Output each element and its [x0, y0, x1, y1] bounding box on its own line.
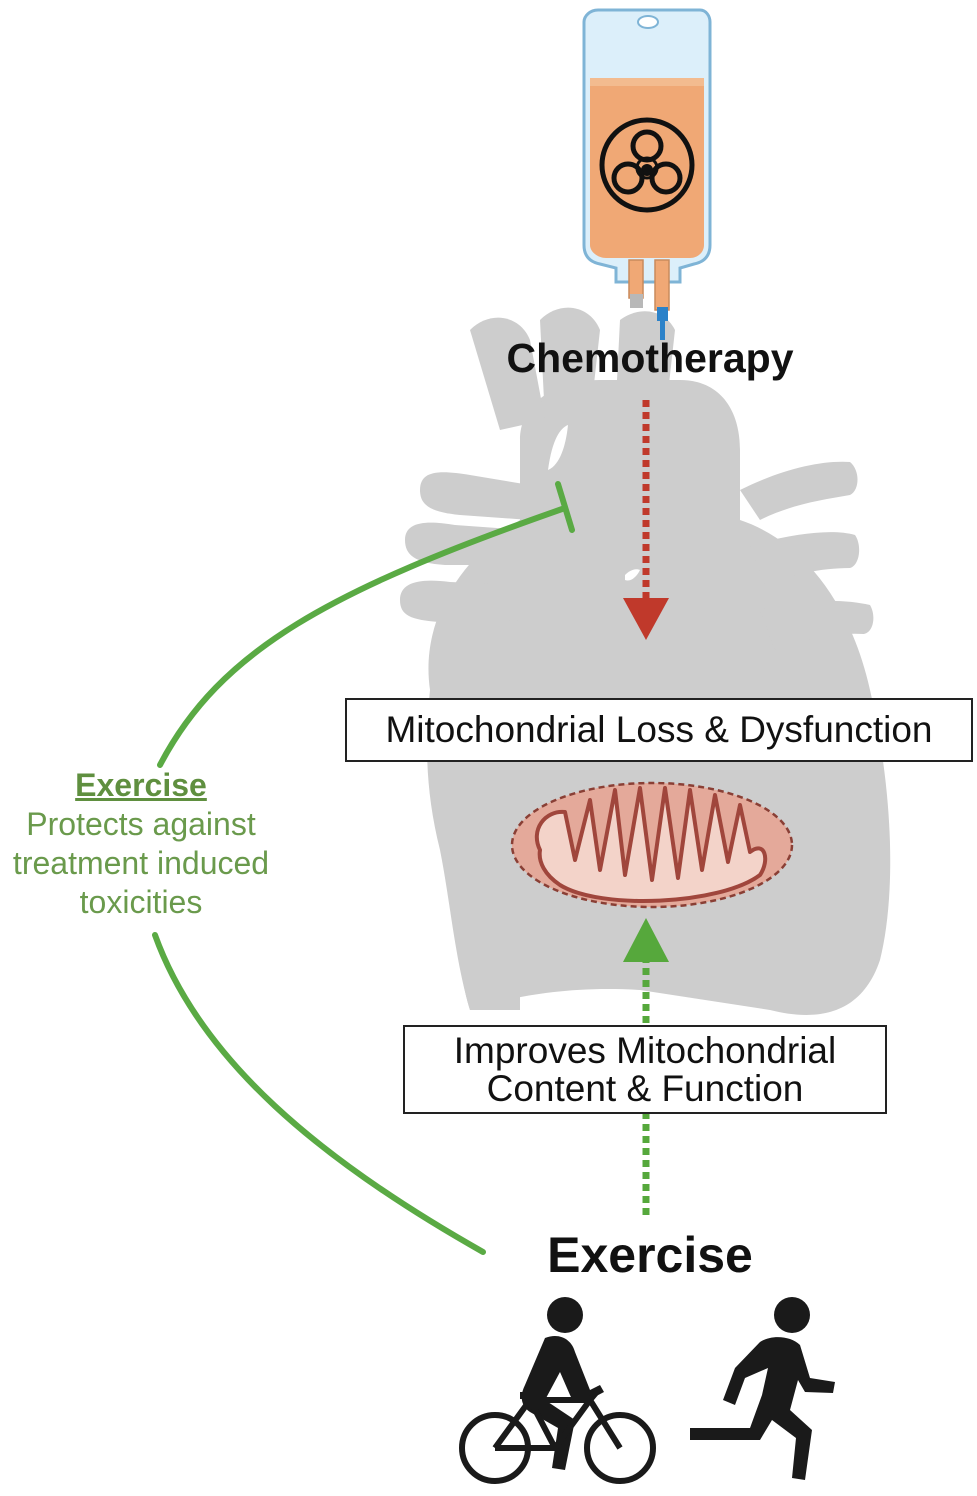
heart-notch [548, 425, 568, 470]
chemotherapy-label: Chemotherapy [506, 335, 794, 381]
mito-loss-label: Mitochondrial Loss & Dysfunction [385, 709, 933, 750]
inhibition-curve [152, 481, 575, 1255]
mitochondrion-icon [510, 781, 794, 909]
side-annotation: Exercise Protects against treatment indu… [0, 766, 282, 922]
runner-icon [690, 1297, 835, 1480]
side-line-3: toxicities [79, 884, 203, 920]
mito-loss-box: Mitochondrial Loss & Dysfunction [345, 698, 973, 762]
heart-notch-2 [625, 569, 640, 581]
biohazard-icon [599, 117, 695, 213]
improves-line-1: Improves Mitochondrial [453, 1029, 837, 1071]
side-line-2: treatment induced [12, 845, 270, 881]
improves-line-2: Content & Function [486, 1067, 804, 1109]
exercise-arrow [623, 918, 669, 1215]
chemo-arrow [623, 400, 669, 640]
side-title: Exercise [75, 767, 207, 803]
exercise-label: Exercise [547, 1227, 753, 1283]
side-line-1: Protects against [26, 806, 256, 842]
improves-box: Improves Mitochondrial Content & Functio… [403, 1025, 887, 1114]
cyclist-icon [459, 1297, 656, 1484]
